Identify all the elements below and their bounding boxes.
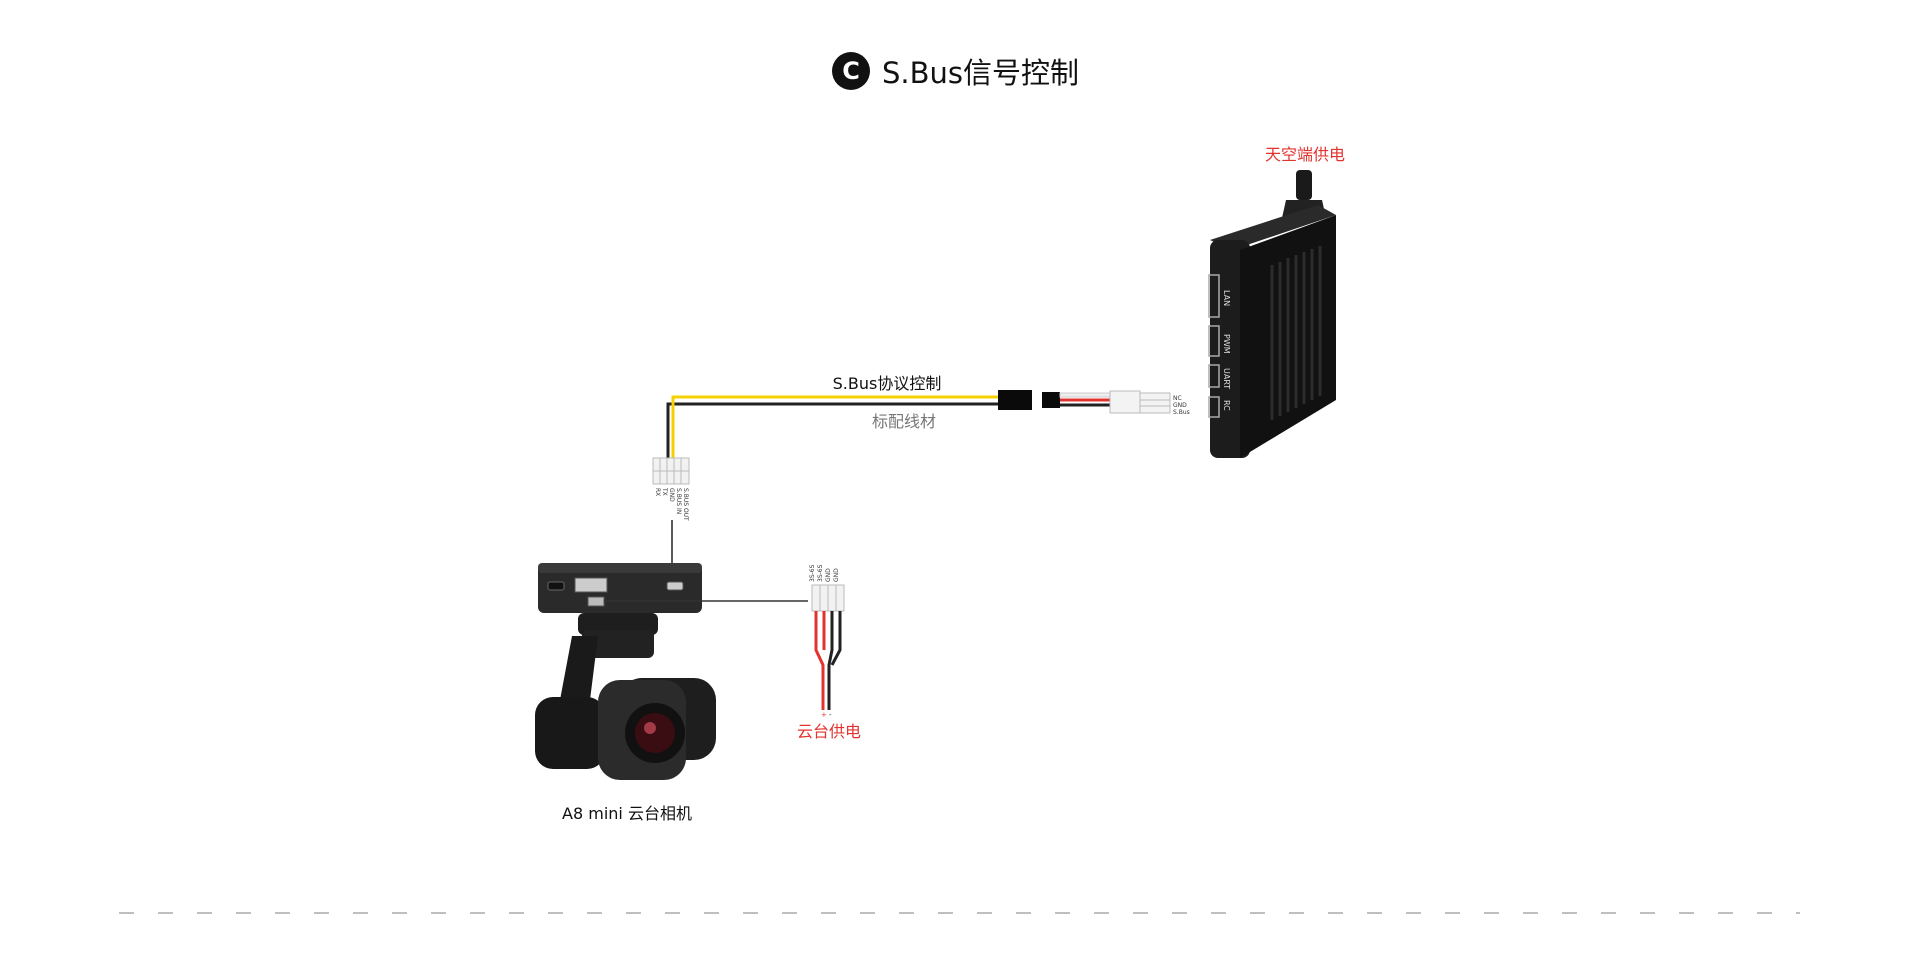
cable-plug: [998, 390, 1032, 410]
pwr-pin-1: 3S-6S: [809, 564, 816, 582]
pwr-pin-3: GND: [825, 568, 832, 582]
cam-pin-rx: RX: [654, 488, 661, 496]
port-label-lan: LAN: [1222, 290, 1231, 306]
air-unit-power-label: 天空端供电: [1264, 145, 1346, 164]
camera-connector: S.BUS OUT S.BUS IN GND TX RX: [652, 457, 690, 582]
cable-socket: [1042, 392, 1060, 408]
power-connector: 3S-6S 3S-6S GND GND + -: [809, 564, 845, 719]
pwr-plus: +: [821, 711, 827, 719]
cable-standard-label: 标配线材: [871, 412, 937, 431]
section-title: C S.Bus信号控制: [832, 50, 1079, 92]
sbus-cable: NC GND S.Bus: [666, 390, 1190, 460]
section-title-text: S.Bus信号控制: [882, 56, 1080, 90]
air-pin-gnd: GND: [1173, 402, 1187, 409]
cam-pin-tx: TX: [661, 487, 668, 496]
air-pin-nc: NC: [1173, 395, 1182, 402]
port-label-rc: RC: [1222, 400, 1231, 411]
cam-pin-sbus-in: S.BUS IN: [675, 488, 682, 514]
port-label-pwm: PWM: [1222, 334, 1231, 354]
gimbal-power-label: 云台供电: [796, 722, 862, 741]
air-pin-sbus: S.Bus: [1173, 409, 1190, 416]
camera-name-label: A8 mini 云台相机: [562, 804, 692, 823]
air-connector: [1139, 392, 1171, 414]
cam-pin-sbus-out: S.BUS OUT: [682, 488, 689, 521]
pwr-pin-4: GND: [833, 568, 840, 582]
cam-pin-gnd: GND: [668, 488, 675, 502]
air-unit: LAN PWM UART RC: [1208, 170, 1336, 458]
cable-protocol-label: S.Bus协议控制: [832, 374, 942, 393]
port-label-uart: UART: [1222, 368, 1231, 389]
section-badge: C: [832, 52, 870, 90]
a8-mini-camera: [535, 563, 808, 780]
pwr-minus: -: [829, 711, 832, 719]
pwr-pin-2: 3S-6S: [817, 564, 824, 582]
